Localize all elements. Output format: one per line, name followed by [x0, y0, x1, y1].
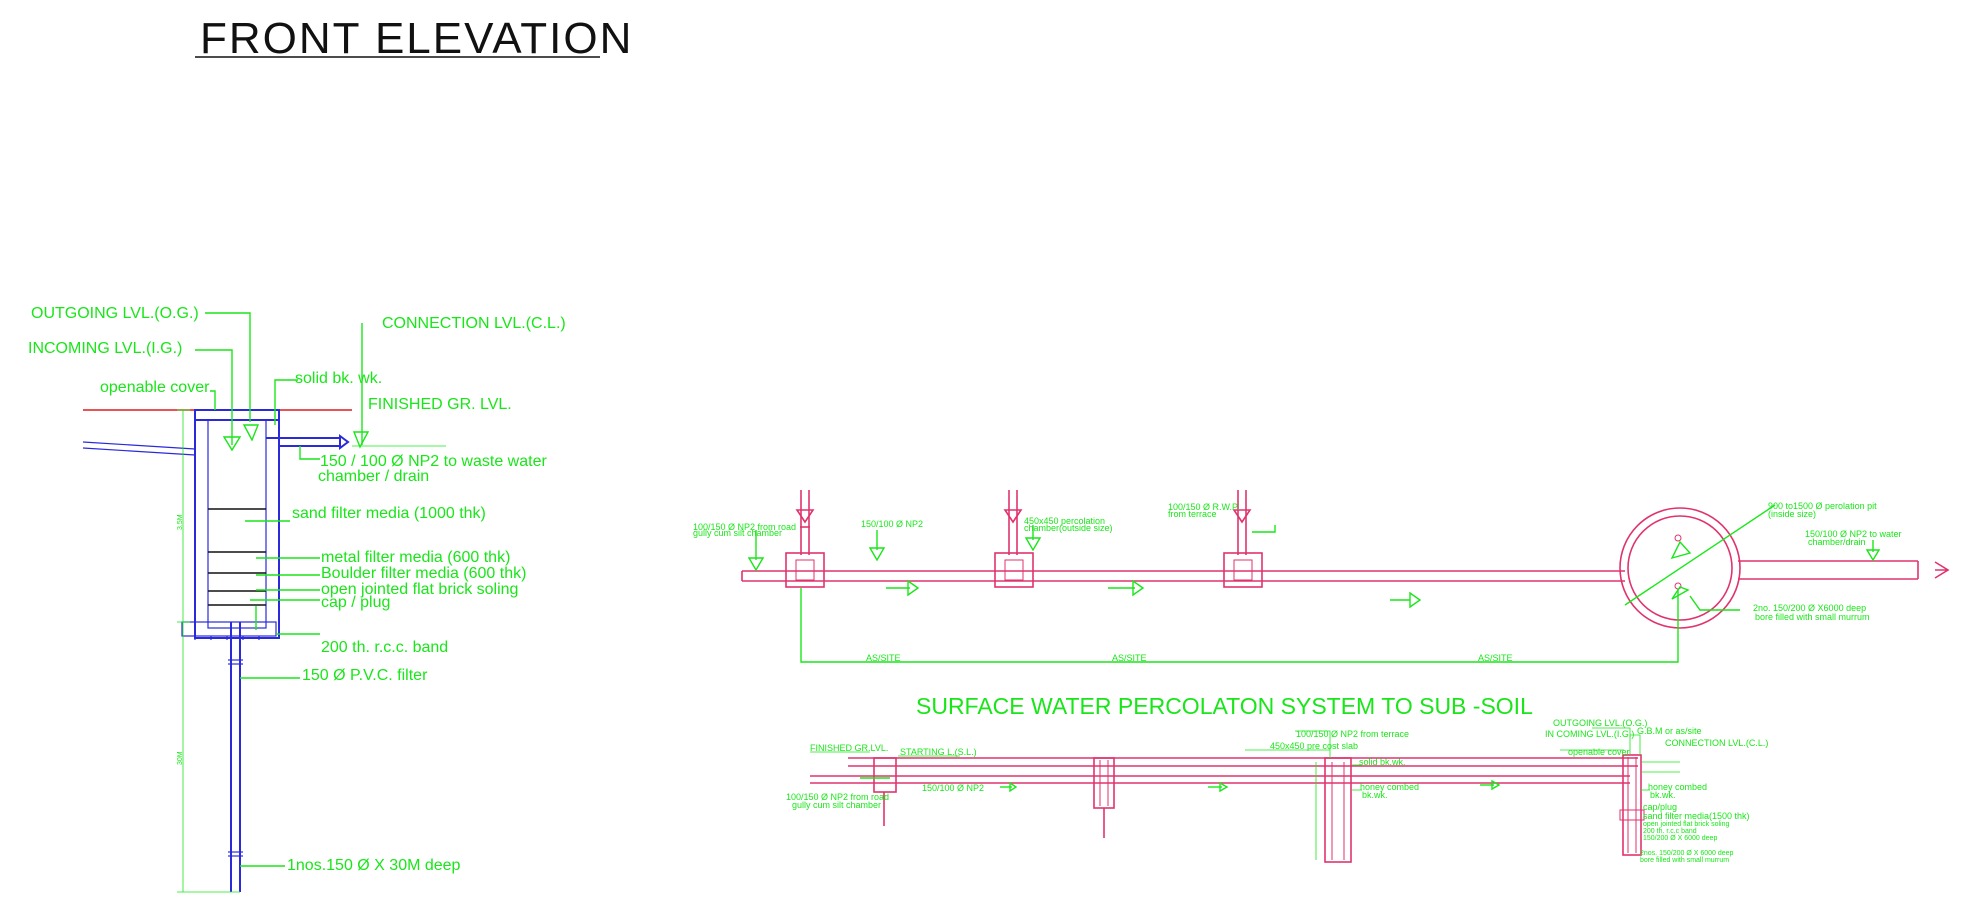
plan-label-road-gully-1: 100/150 Ø NP2 from road: [693, 522, 796, 532]
section-label-precast: 450x450 pre cost slab: [1270, 741, 1358, 751]
section-label-finished: FINISHED GR.LVL.: [810, 743, 888, 753]
section-label-sand: sand filter media(1500 thk): [1643, 811, 1750, 821]
label-metal-filter: metal filter media (600 thk): [321, 549, 510, 566]
section-title: SURFACE WATER PERCOLATON SYSTEM TO SUB -…: [916, 693, 1533, 719]
section-label-connection: CONNECTION LVL.(C.L.): [1665, 738, 1768, 748]
section-label-openable: openable cover: [1568, 747, 1630, 757]
label-openable-cover: openable cover: [100, 379, 210, 396]
label-outlet-pipe-2: chamber / drain: [318, 468, 429, 485]
label-rcc-band: 200 th. r.c.c. band: [321, 639, 448, 656]
label-bore-depth: 1nos.150 Ø X 30M deep: [287, 857, 461, 874]
section-label-honey-1: honey combed: [1360, 782, 1419, 792]
plan-label-to-water-1: 150/100 Ø NP2 to water: [1805, 529, 1902, 539]
section-label-honey-r1: honey combed: [1648, 782, 1707, 792]
plan-label-pit-1: 900 to1500 Ø perolation pit: [1768, 501, 1877, 511]
plan-label-bore-2: bore filled with small murrum: [1755, 612, 1870, 622]
section-label-band: 200 th. r.c.c band: [1643, 828, 1697, 835]
section-label-outgoing: OUTGOING LVL.(O.G.): [1553, 718, 1647, 728]
label-sand-filter: sand filter media (1000 thk): [292, 505, 486, 522]
section-label-bore-1: 2nos. 150/200 Ø X 6000 deep: [1640, 850, 1734, 857]
section-label-cap: cap/plug: [1643, 802, 1677, 812]
label-outlet-pipe-1: 150 / 100 Ø NP2 to waste water: [320, 453, 547, 470]
section-label-deep: 150/200 Ø X 6000 deep: [1643, 835, 1717, 842]
section-label-from-terrace: 100/150 Ø NP2 from terrace: [1296, 729, 1409, 739]
plan-label-road-gully-2: gully cum silt chamber: [693, 528, 782, 538]
label-pvc-filter: 150 Ø P.V.C. filter: [302, 667, 428, 684]
plan-label-to-water-2: chamber/drain: [1808, 537, 1866, 547]
section-label-honey-r2: bk.wk.: [1650, 790, 1676, 800]
section-label-brick: open jointed flat brick soling: [1643, 821, 1729, 828]
section-drawing: [810, 727, 1680, 863]
plan-label-as-site-3: AS/SITE: [1478, 653, 1513, 663]
chamber-inner: [207, 419, 267, 629]
percolation-pit-inner: [1627, 515, 1733, 621]
plan-label-bore-1: 2no. 150/200 Ø X6000 deep: [1753, 603, 1866, 613]
front-elevation-title: FRONT ELEVATION: [200, 14, 633, 63]
plan-label-as-site-2: AS/SITE: [1112, 653, 1147, 663]
section-label-incoming: IN COMING LVL.(I.G.): [1545, 729, 1634, 739]
label-cap-plug: cap / plug: [321, 594, 390, 611]
plan-label-perc-2: chamber(outside size): [1024, 523, 1113, 533]
section-label-starting: STARTING L.(S.L.): [900, 747, 977, 757]
dim-lower: 30M: [177, 751, 184, 765]
section-label-solid: solid bk.wk.: [1359, 757, 1406, 767]
plan-label-as-site-1: AS/SITE: [866, 653, 901, 663]
dim-upper: 3.5M: [177, 514, 184, 530]
label-outgoing-level: OUTGOING LVL.(O.G.): [31, 305, 199, 322]
label-incoming-level: INCOMING LVL.(I.G.): [28, 340, 182, 357]
plan-label-rwp-2: from terrace: [1168, 509, 1217, 519]
chamber-outer: [194, 409, 280, 639]
label-finished-ground: FINISHED GR. LVL.: [368, 396, 512, 413]
section-label-bore-2: bore filled with small murrum: [1640, 857, 1729, 864]
front-elevation-drawing: 3.5M 30M: [82, 312, 446, 893]
plan-label-rwp-1: 100/150 Ø R.W.P.: [1168, 502, 1239, 512]
plan-drawing: [741, 490, 1950, 663]
plan-label-perc-1: 450x450 percolation: [1024, 516, 1105, 526]
section-label-honey-2: bk.wk.: [1362, 790, 1388, 800]
label-solid-brickwork: solid bk. wk.: [295, 370, 382, 387]
section-label-gl: G.B.M or as/site: [1637, 726, 1702, 736]
section-label-road-2: gully cum silt chamber: [792, 800, 881, 810]
plan-label-np2: 150/100 Ø NP2: [861, 519, 923, 529]
section-label-road-1: 100/150 Ø NP2 from road: [786, 792, 889, 802]
plan-label-pit-2: (inside size): [1768, 509, 1816, 519]
percolation-pit-outer: [1619, 507, 1741, 629]
label-connection-level: CONNECTION LVL.(C.L.): [382, 315, 566, 332]
label-boulder-filter: Boulder filter media (600 thk): [321, 565, 526, 582]
label-brick-soling: open jointed flat brick soling: [321, 581, 518, 598]
section-label-np2: 150/100 Ø NP2: [922, 783, 984, 793]
